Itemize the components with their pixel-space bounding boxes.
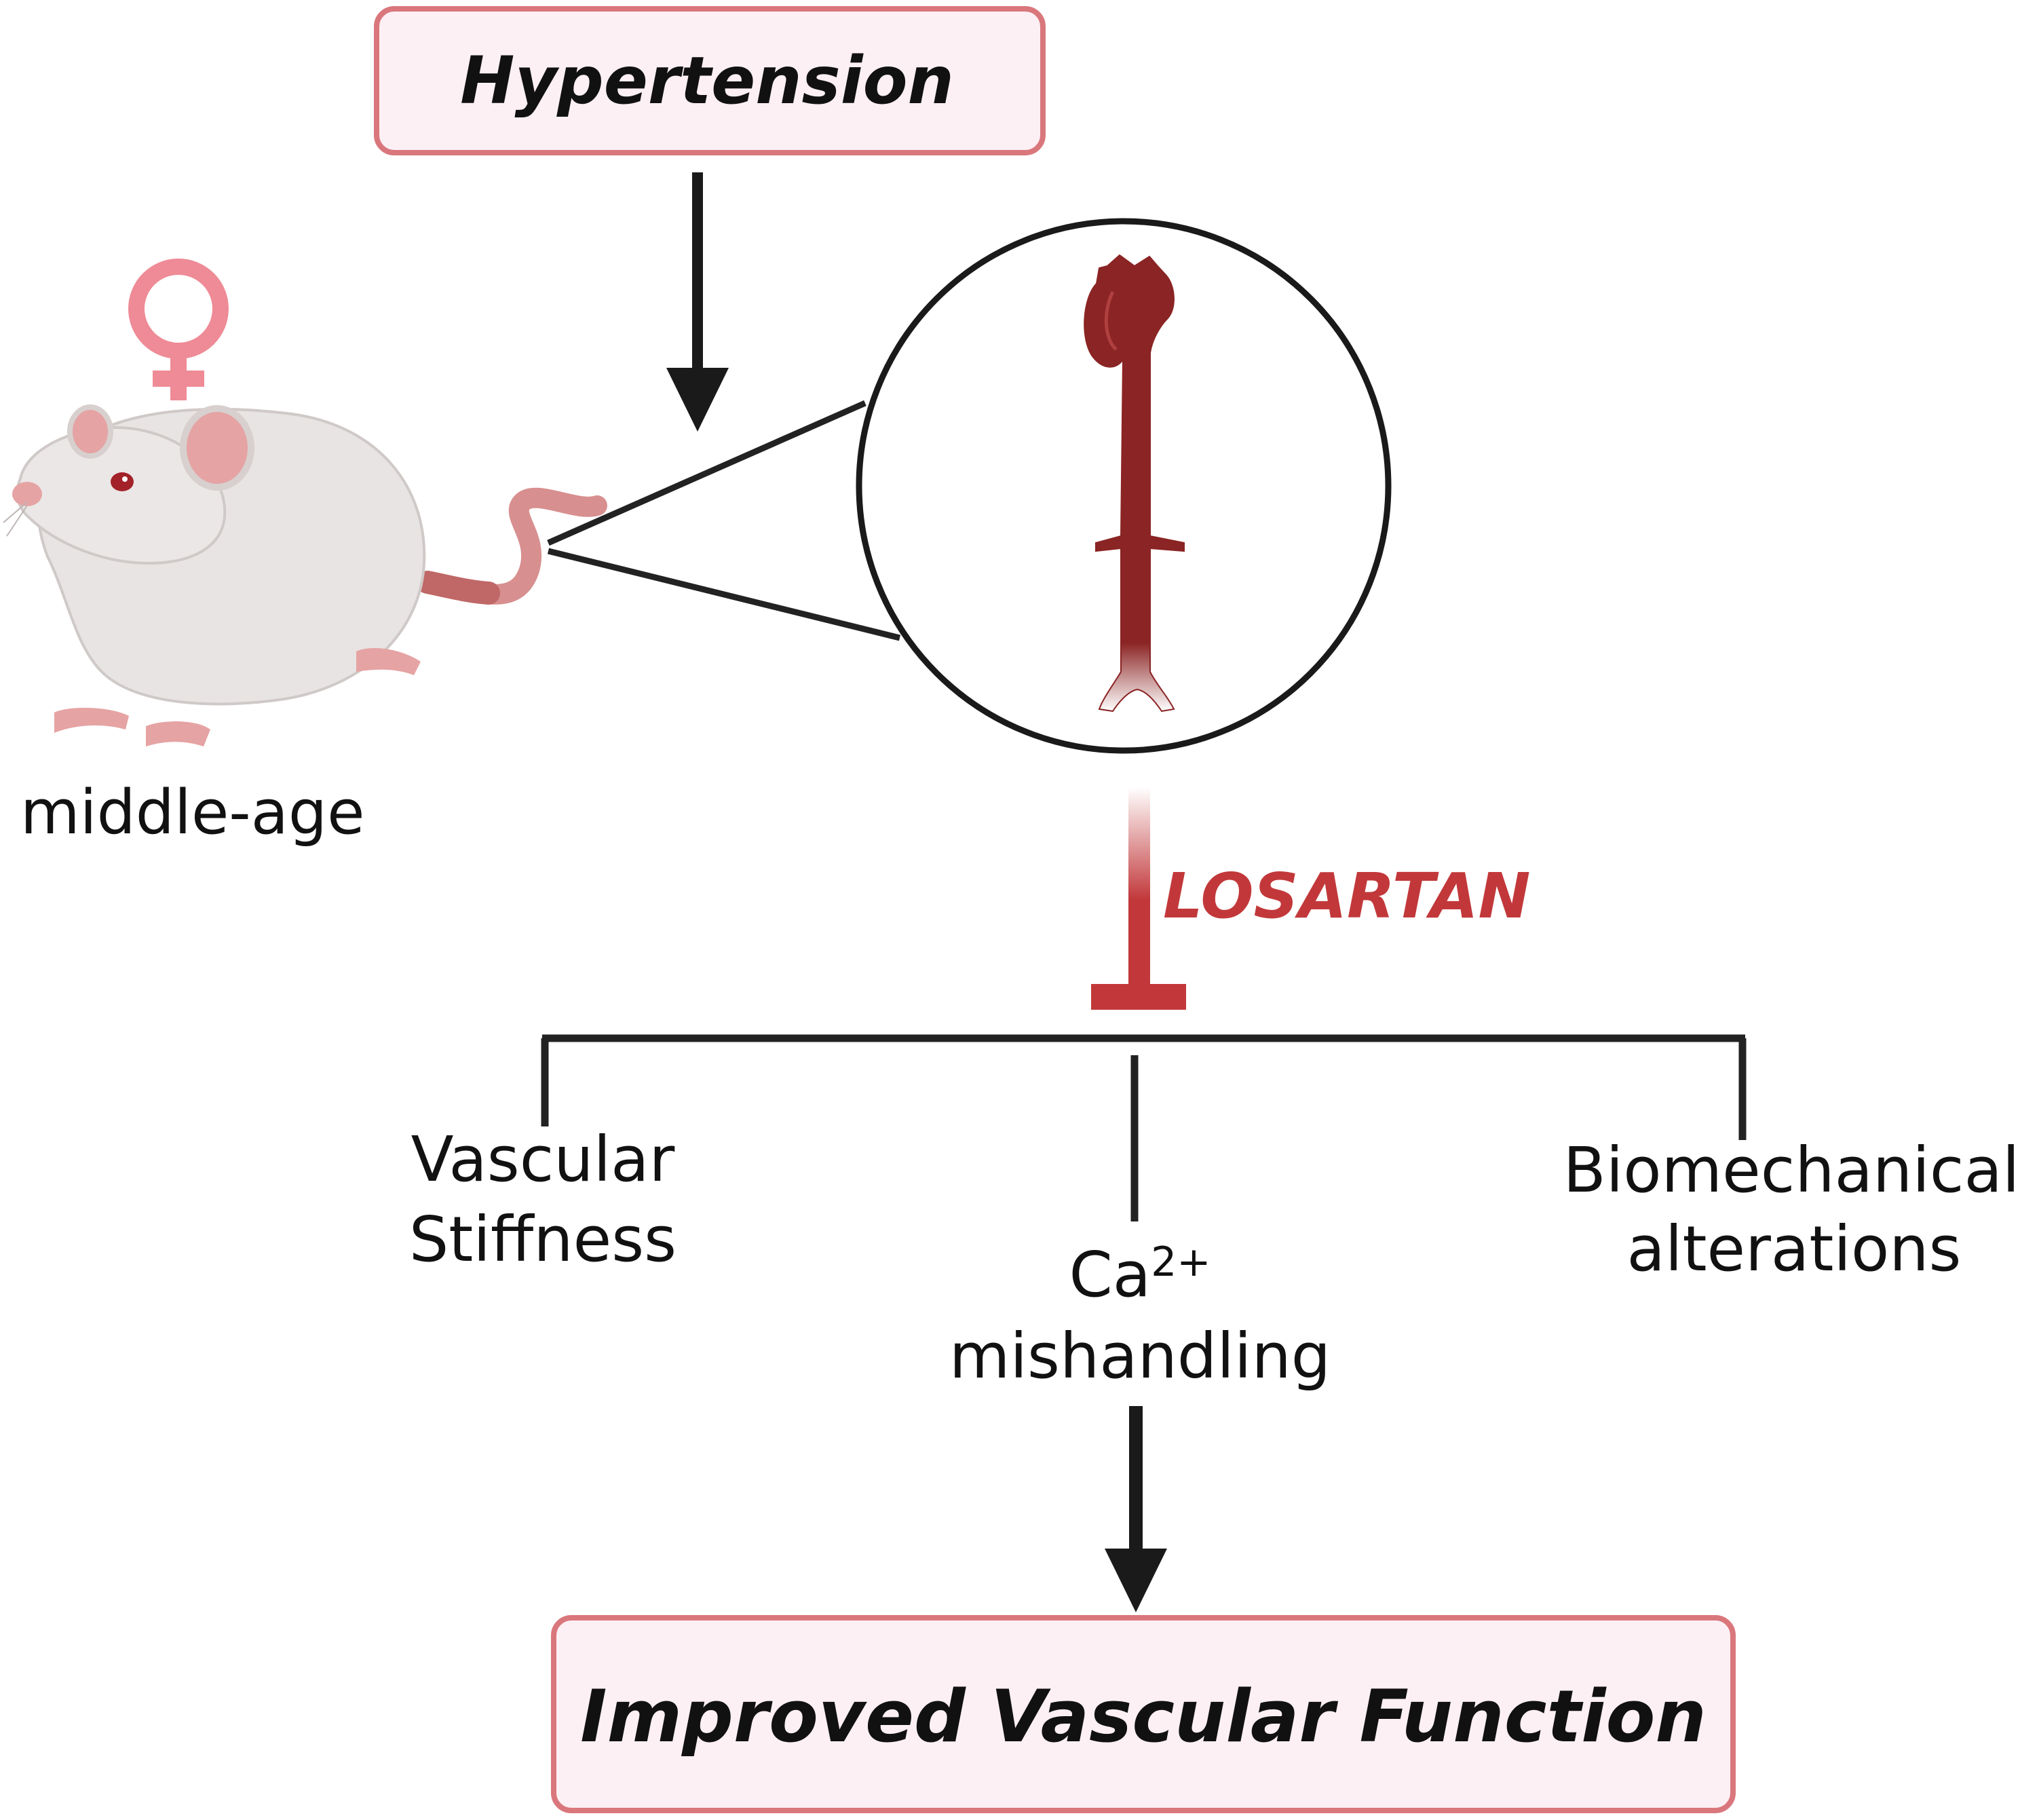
- vascular-stiffness-label: Vascular Stiffness: [409, 1123, 676, 1276]
- hypertension-box: Hypertension: [374, 6, 1046, 155]
- vascular-stiffness-line2: Stiffness: [409, 1203, 676, 1276]
- losartan-inhibitor: [1091, 787, 1186, 1010]
- biomechanical-line1: Biomechanical: [1563, 1134, 2020, 1207]
- improved-vascular-function-box: Improved Vascular Function: [551, 1615, 1736, 1813]
- hypertension-label: Hypertension: [460, 43, 954, 119]
- middle-age-label: middle-age: [20, 777, 364, 848]
- biomechanical-alterations-label: Biomechanical alterations: [1563, 1134, 2020, 1285]
- calcium-base: Ca: [1069, 1238, 1151, 1311]
- outcome-arrow: [1105, 1406, 1167, 1612]
- calcium-mishandling-label: Ca2+ mishandling: [949, 1238, 1331, 1392]
- magnification-lines: [547, 400, 901, 641]
- vascular-stiffness-line1: Vascular: [411, 1123, 675, 1196]
- calcium-superscript: 2+: [1151, 1238, 1211, 1286]
- hypertension-arrow: [666, 172, 729, 432]
- effects-bracket: [541, 1034, 1747, 1221]
- biomechanical-line2: alterations: [1627, 1213, 1962, 1285]
- losartan-label: LOSARTAN: [1163, 860, 1531, 932]
- calcium-line2: mishandling: [949, 1320, 1331, 1392]
- rat-icon: [3, 404, 607, 746]
- svg-text:Ca2+: Ca2+: [1069, 1238, 1211, 1311]
- female-symbol-icon: [128, 259, 229, 400]
- improved-vascular-function-label: Improved Vascular Function: [580, 1675, 1707, 1758]
- aorta-icon: [1084, 254, 1185, 713]
